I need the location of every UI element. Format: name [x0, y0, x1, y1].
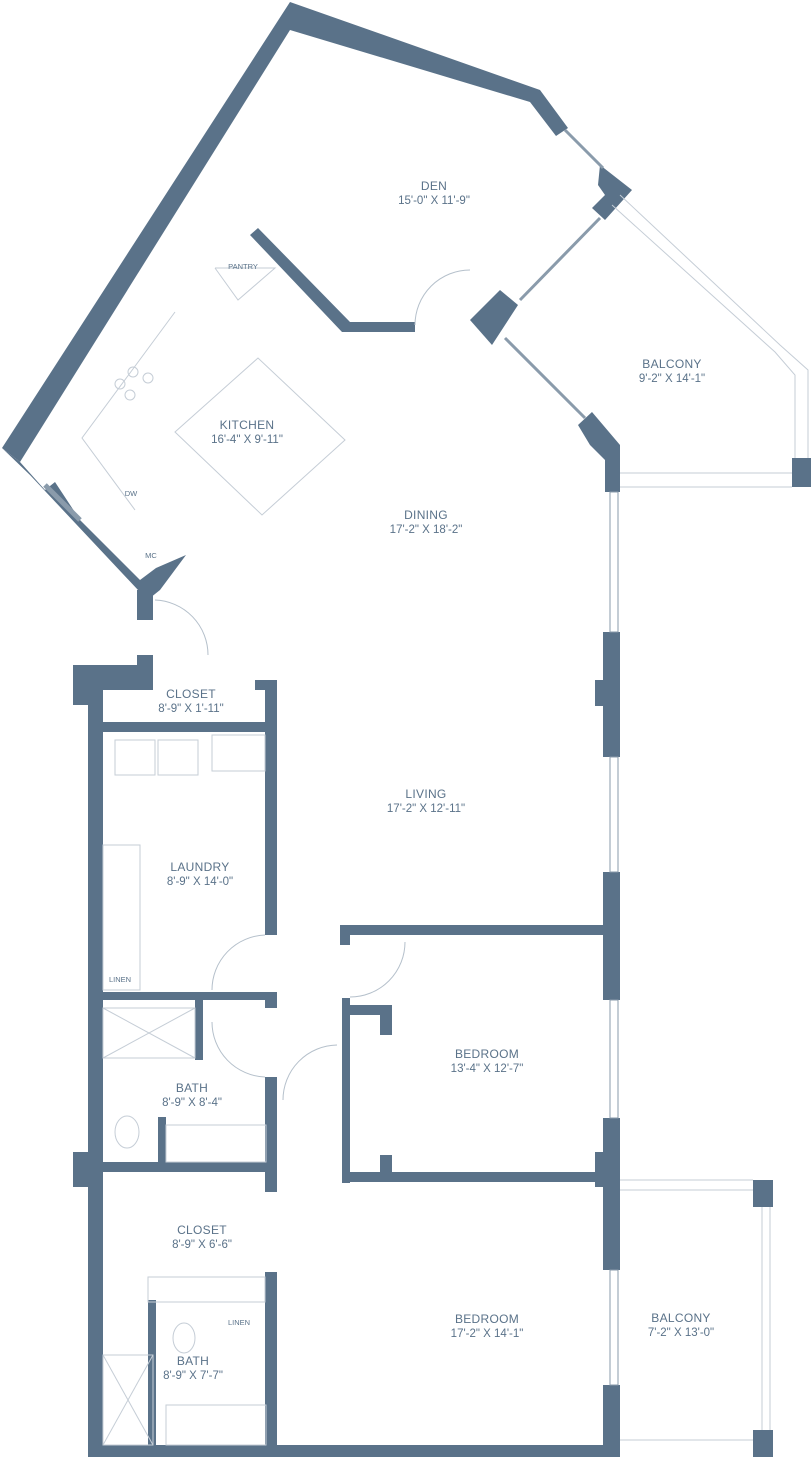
room-dims: 8'-9" X 7'-7" — [163, 1370, 223, 1382]
room-den: DEN 15'-0" X 11'-9" — [398, 179, 470, 207]
room-bedroom-2: BEDROOM 17'-2" X 14'-1" — [451, 1312, 524, 1340]
room-name: BALCONY — [651, 1311, 711, 1325]
room-bath-2: BATH 8'-9" X 7'-7" — [163, 1354, 223, 1382]
room-dims: 17'-2" X 14'-1" — [450, 1328, 524, 1340]
room-dims: 8'-9" X 6'-6" — [172, 1239, 232, 1251]
dishwasher-label: DW — [124, 489, 138, 498]
room-living: LIVING 17'-2" X 12'-11" — [387, 787, 465, 815]
room-dims: 17'-2" X 18'-2" — [389, 524, 463, 536]
wall-den-kitchen — [250, 228, 415, 332]
room-name: LIVING — [405, 787, 447, 801]
wall-northwest — [2, 2, 290, 462]
room-name: CLOSET — [166, 687, 216, 701]
wall-dining-corner — [578, 412, 620, 492]
room-dims: 17'-2" X 12'-11" — [386, 803, 466, 815]
room-dims: 9'-2" X 14'-1" — [638, 373, 706, 385]
room-dims: 15'-0" X 11'-9" — [398, 195, 470, 207]
room-name: CLOSET — [177, 1223, 227, 1237]
wall-kitchen-southwest — [2, 448, 186, 598]
wall-northeast — [290, 2, 568, 136]
wall-den-pivot — [470, 290, 518, 345]
room-dims: 8'-9" X 1'-11" — [158, 703, 224, 715]
pantry-label: PANTRY — [228, 262, 258, 271]
room-dims: 16'-4" X 9'-11" — [211, 434, 283, 446]
room-kitchen: KITCHEN 16'-4" X 9'-11" — [211, 418, 283, 446]
room-name: BATH — [176, 1354, 210, 1368]
wall-den-corner — [592, 165, 632, 220]
room-balcony-1: BALCONY 9'-2" X 14'-1" — [639, 357, 705, 385]
room-name: KITCHEN — [219, 418, 275, 432]
room-bedroom-1: BEDROOM 13'-4" X 12'-7" — [451, 1047, 524, 1075]
room-dims: 8'-9" X 14'-0" — [166, 876, 234, 888]
room-dims: 13'-4" X 12'-7" — [450, 1063, 524, 1075]
room-dining: DINING 17'-2" X 18'-2" — [390, 508, 463, 536]
room-name: DEN — [420, 179, 448, 193]
room-name: BEDROOM — [454, 1312, 520, 1326]
room-dims: 8'-9" X 8'-4" — [162, 1097, 222, 1109]
room-name: BEDROOM — [454, 1047, 520, 1061]
linen-label: LINEN — [108, 975, 132, 984]
room-balcony-2: BALCONY 7'-2" X 13'-0" — [648, 1311, 714, 1339]
room-bath-1: BATH 8'-9" X 8'-4" — [162, 1081, 222, 1109]
room-closet-1: CLOSET 8'-9" X 1'-11" — [158, 687, 223, 715]
fixtures — [81, 267, 471, 1446]
linen-label: LINEN — [227, 1318, 251, 1327]
room-name: LAUNDRY — [170, 860, 230, 874]
room-name: BATH — [175, 1081, 209, 1095]
room-closet-2: CLOSET 8'-9" X 6'-6" — [172, 1223, 232, 1251]
room-laundry: LAUNDRY 8'-9" X 14'-0" — [167, 860, 233, 888]
microwave-label: MC — [145, 551, 157, 560]
room-name: DINING — [404, 508, 448, 522]
room-dims: 7'-2" X 13'-0" — [647, 1327, 715, 1339]
room-name: BALCONY — [642, 357, 702, 371]
